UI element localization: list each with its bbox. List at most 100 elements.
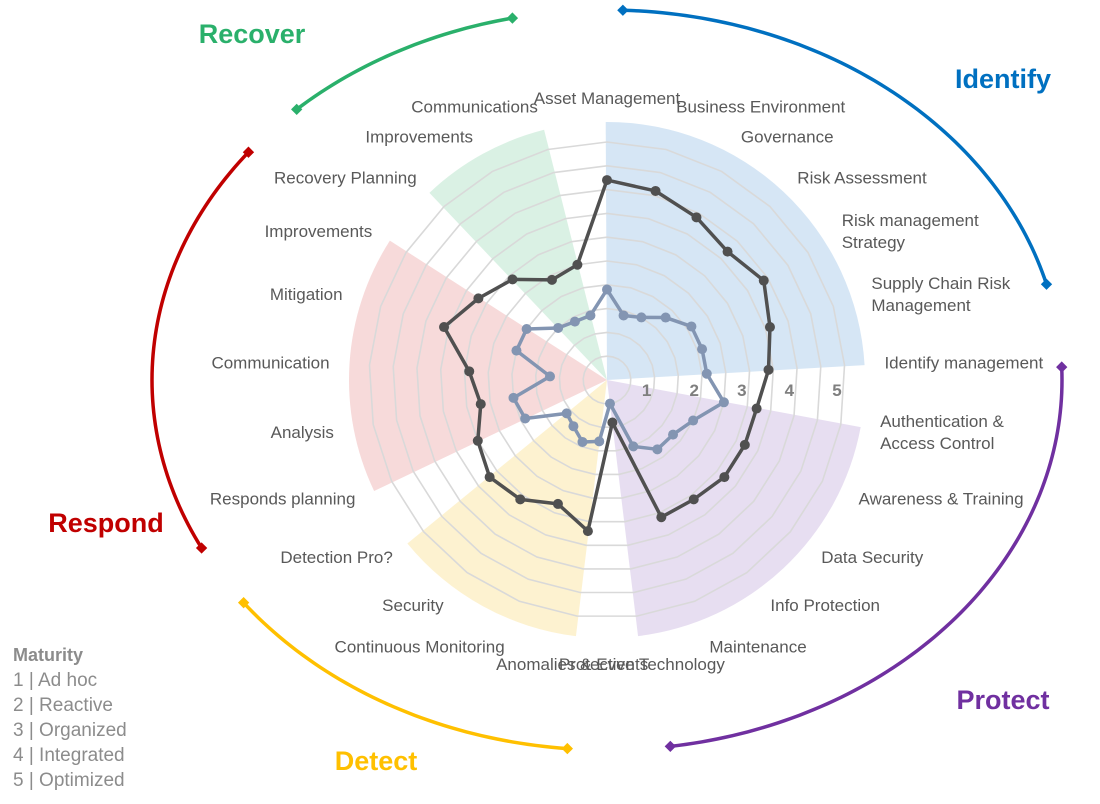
series-point — [508, 392, 519, 403]
sector-respond — [349, 240, 607, 492]
arc-protect — [670, 367, 1064, 749]
series-point — [618, 310, 629, 321]
series-point — [594, 436, 605, 447]
series-point — [652, 444, 663, 455]
series-point — [719, 472, 730, 483]
category-label: Mitigation — [270, 285, 343, 304]
series-point — [546, 274, 557, 285]
arc-recover — [295, 16, 513, 111]
arc-end-marker — [1056, 361, 1068, 373]
legend-title: Maturity — [13, 645, 84, 665]
series-line — [442, 178, 772, 533]
category-label: Identify management — [884, 354, 1043, 373]
category-label: Improvements — [365, 127, 473, 146]
series-point — [739, 439, 750, 450]
sector-detect — [407, 380, 607, 637]
series-point — [636, 312, 647, 323]
series-point — [544, 371, 555, 382]
function-label-respond: Respond — [48, 508, 164, 538]
category-label: Continuous Monitoring — [335, 637, 505, 656]
series-point — [650, 185, 661, 196]
arc-end-marker — [664, 740, 676, 753]
function-label-identify: Identify — [955, 64, 1051, 94]
series-point — [758, 275, 769, 286]
ring-label: 1 — [642, 381, 651, 400]
arc-end-marker — [1040, 278, 1053, 290]
series-point — [473, 293, 484, 304]
arc-respond — [150, 151, 250, 549]
series-point — [569, 316, 580, 327]
series-point — [701, 368, 712, 379]
category-label: Info Protection — [770, 596, 880, 615]
grid-ring — [487, 260, 727, 499]
ring-label: 3 — [737, 381, 746, 400]
series-point — [464, 366, 475, 377]
category-label: Awareness & Training — [859, 489, 1024, 508]
legend-item: 3 | Organized — [13, 720, 127, 741]
category-label: Business Environment — [676, 98, 845, 117]
series-point — [602, 284, 612, 295]
grid-ring — [368, 141, 846, 617]
series-point — [585, 310, 596, 321]
category-label: Analysis — [271, 423, 334, 442]
grid-ring — [392, 164, 822, 594]
arc-end-marker — [561, 742, 574, 755]
series-point — [572, 259, 583, 270]
function-label-recover: Recover — [199, 19, 306, 49]
series-point — [577, 436, 588, 447]
series-point — [668, 429, 679, 440]
series-point — [511, 345, 522, 356]
series-point — [656, 512, 667, 523]
series-point — [568, 421, 579, 432]
series-point — [521, 323, 532, 334]
series-point — [515, 494, 526, 505]
category-label: Anomalies & Events — [496, 655, 648, 674]
series-point — [763, 364, 774, 375]
series-point — [688, 494, 699, 505]
category-label: Risk Assessment — [797, 168, 927, 187]
series-point — [552, 498, 563, 509]
category-label: Communications — [411, 98, 538, 117]
series-point — [722, 246, 733, 257]
function-sectors — [349, 122, 865, 637]
grid-ring — [558, 331, 656, 429]
category-label: Governance — [741, 127, 834, 146]
series-point — [628, 441, 639, 452]
ring-label: 4 — [785, 381, 795, 400]
category-label: Recovery Planning — [274, 168, 417, 187]
series-point — [602, 175, 612, 186]
series-point — [764, 322, 775, 333]
series-point — [691, 212, 702, 223]
series-point — [604, 398, 615, 409]
arc-end-marker — [506, 12, 519, 24]
sector-identify — [605, 122, 865, 380]
category-label: Communication — [211, 354, 329, 373]
grid-ring — [463, 236, 751, 523]
series-point — [561, 408, 572, 419]
category-label: Improvements — [265, 222, 373, 241]
legend-item: 2 | Reactive — [13, 695, 113, 716]
series-point — [553, 322, 564, 333]
category-label: Detection Pro? — [280, 548, 392, 567]
sector-recover — [429, 129, 607, 380]
arc-end-marker — [195, 542, 208, 554]
series-point — [582, 526, 593, 537]
series-point — [751, 403, 762, 414]
arc-end-marker — [617, 4, 629, 16]
category-label: Data Security — [821, 548, 924, 567]
ring-label: 5 — [832, 381, 841, 400]
arc-end-marker — [237, 597, 250, 609]
arc-detect — [242, 601, 568, 751]
series-point — [475, 399, 486, 410]
category-label: Asset Management — [534, 89, 681, 108]
function-label-detect: Detect — [335, 746, 418, 776]
category-label: Authentication &Access Control — [880, 412, 1004, 453]
series-point — [439, 322, 450, 333]
arc-end-marker — [242, 146, 255, 158]
series-point — [697, 344, 708, 355]
sector-protect — [607, 380, 861, 637]
